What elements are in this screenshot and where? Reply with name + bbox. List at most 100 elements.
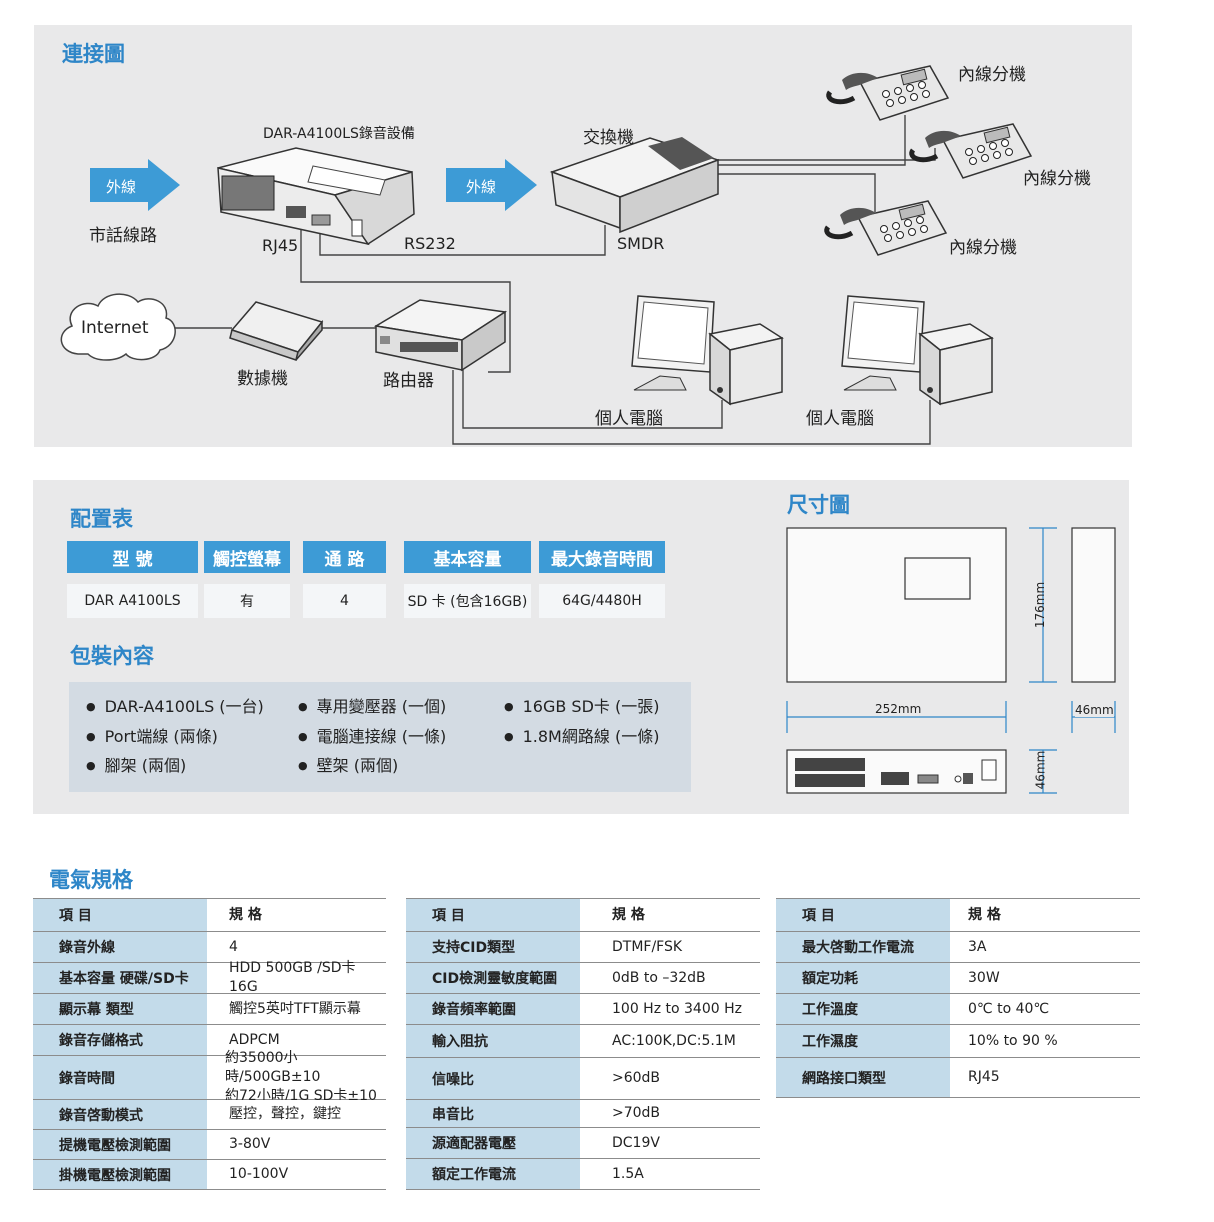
rj45-label: RJ45 <box>262 236 299 255</box>
spec-key: 錄音外線 <box>33 932 207 962</box>
spec-key: 信噪比 <box>406 1058 580 1099</box>
spec-value: 壓控，聲控，鍵控 <box>207 1100 386 1129</box>
spec-key: 工作濕度 <box>776 1025 950 1057</box>
pc-label-1: 個人電腦 <box>595 409 663 429</box>
spec-key: 輸入阻抗 <box>406 1025 580 1057</box>
extension-label-2: 內線分機 <box>1023 169 1091 189</box>
table-row: 項 目 規 格 <box>33 899 386 932</box>
dimension-height-label: 176mm <box>1033 581 1048 629</box>
spec-value: 4 <box>207 932 386 962</box>
package-item: 專用變壓器 (一個) <box>298 693 447 717</box>
spec-key: 提機電壓檢測範圍 <box>33 1130 207 1159</box>
config-header-max-time: 最大錄音時間 <box>539 541 665 573</box>
package-item: DAR-A4100LS (一台) <box>86 693 264 717</box>
package-item: 電腦連接線 (一條) <box>298 723 447 747</box>
extension-label-1: 內線分機 <box>958 65 1026 85</box>
table-row: 錄音時間約35000小時/500GB±10 約72小時/1G SD卡±10 <box>33 1050 386 1104</box>
recorder-device-icon <box>217 147 415 246</box>
spec-value: >70dB <box>580 1100 760 1127</box>
spec-head-spec: 規 格 <box>950 899 1140 931</box>
spec-key: 最大啓動工作電流 <box>776 932 950 962</box>
table-row: 錄音啓動模式壓控，聲控，鍵控 <box>33 1100 386 1130</box>
spec-key: 工作溫度 <box>776 994 950 1024</box>
spec-key: 錄音存儲格式 <box>33 1025 207 1055</box>
config-header-capacity: 基本容量 <box>404 541 531 573</box>
table-row: 項 目 規 格 <box>776 899 1140 932</box>
table-row: 顯示幕 類型觸控5英吋TFT顯示幕 <box>33 994 386 1025</box>
spec-value: >60dB <box>580 1058 760 1099</box>
spec-key: 額定功耗 <box>776 963 950 993</box>
modem-icon <box>229 301 324 361</box>
computer-icon <box>631 295 784 406</box>
spec-key: 錄音時間 <box>33 1056 207 1099</box>
spec-value: AC:100K,DC:5.1M <box>580 1025 760 1057</box>
pc-label-2: 個人電腦 <box>806 409 874 429</box>
config-value-model: DAR A4100LS <box>67 584 198 618</box>
config-value-capacity: SD 卡 (包含16GB) <box>404 584 531 618</box>
spec-head-spec: 規 格 <box>580 899 760 931</box>
spec-value: 100 Hz to 3400 Hz <box>580 994 760 1024</box>
arrow-icon <box>446 159 537 211</box>
config-header-model: 型 號 <box>67 541 198 573</box>
package-item: 16GB SD卡 (一張) <box>504 693 660 717</box>
electrical-title: 電氣規格 <box>49 868 133 892</box>
router-label: 路由器 <box>383 371 434 391</box>
spec-head-item: 項 目 <box>406 899 580 931</box>
smdr-label: SMDR <box>617 234 665 253</box>
spec-key: 網路接口類型 <box>776 1058 950 1097</box>
package-item: 腳架 (兩個) <box>86 752 187 776</box>
pbx-label: 交換機 <box>583 128 634 148</box>
spec-key: 基本容量 硬碟/SD卡 <box>33 963 207 993</box>
dimension-depth-label: 46mm <box>1075 703 1114 717</box>
dimension-width-label: 252mm <box>875 702 922 716</box>
spec-value: 觸控5英吋TFT顯示幕 <box>207 994 386 1024</box>
computer-icon <box>841 295 994 406</box>
pbx-switch-icon <box>549 137 721 234</box>
device-label: DAR-A4100LS錄音設備 <box>263 126 415 142</box>
spec-key: 串音比 <box>406 1100 580 1127</box>
outside-line-label-2: 外線 <box>466 178 497 196</box>
telephone-icon <box>909 123 1033 179</box>
spec-key: CID檢測靈敏度範圍 <box>406 963 580 993</box>
spec-key: 掛機電壓檢測範圍 <box>33 1160 207 1189</box>
spec-key: 顯示幕 類型 <box>33 994 207 1024</box>
spec-head-item: 項 目 <box>33 899 207 931</box>
package-item: 壁架 (兩個) <box>298 752 399 776</box>
package-item: 1.8M網路線 (一條) <box>504 723 660 747</box>
package-title: 包裝內容 <box>70 644 154 668</box>
dimension-diagram <box>786 527 1116 794</box>
spec-value: 約35000小時/500GB±10 約72小時/1G SD卡±10 <box>207 1050 386 1104</box>
table-row: 串音比>70dB <box>406 1100 760 1128</box>
config-header-channels: 通 路 <box>303 541 386 573</box>
modem-label: 數據機 <box>237 369 288 389</box>
extension-label-3: 內線分機 <box>949 238 1017 258</box>
spec-head-item: 項 目 <box>776 899 950 931</box>
spec-value: 3A <box>950 932 1140 962</box>
spec-value: ADPCM <box>207 1025 386 1055</box>
city-line-label: 市話線路 <box>89 226 157 246</box>
package-item: Port端線 (兩條) <box>86 723 218 747</box>
spec-value: 0dB to –32dB <box>580 963 760 993</box>
spec-key: 錄音啓動模式 <box>33 1100 207 1129</box>
spec-value: RJ45 <box>950 1058 1140 1097</box>
spec-value: HDD 500GB /SD卡 16G <box>207 960 386 995</box>
config-value-touch: 有 <box>204 584 290 618</box>
spec-value: DTMF/FSK <box>580 932 760 962</box>
spec-key: 源適配器電壓 <box>406 1128 580 1158</box>
router-icon <box>373 299 508 372</box>
spec-value: 10-100V <box>207 1160 386 1189</box>
